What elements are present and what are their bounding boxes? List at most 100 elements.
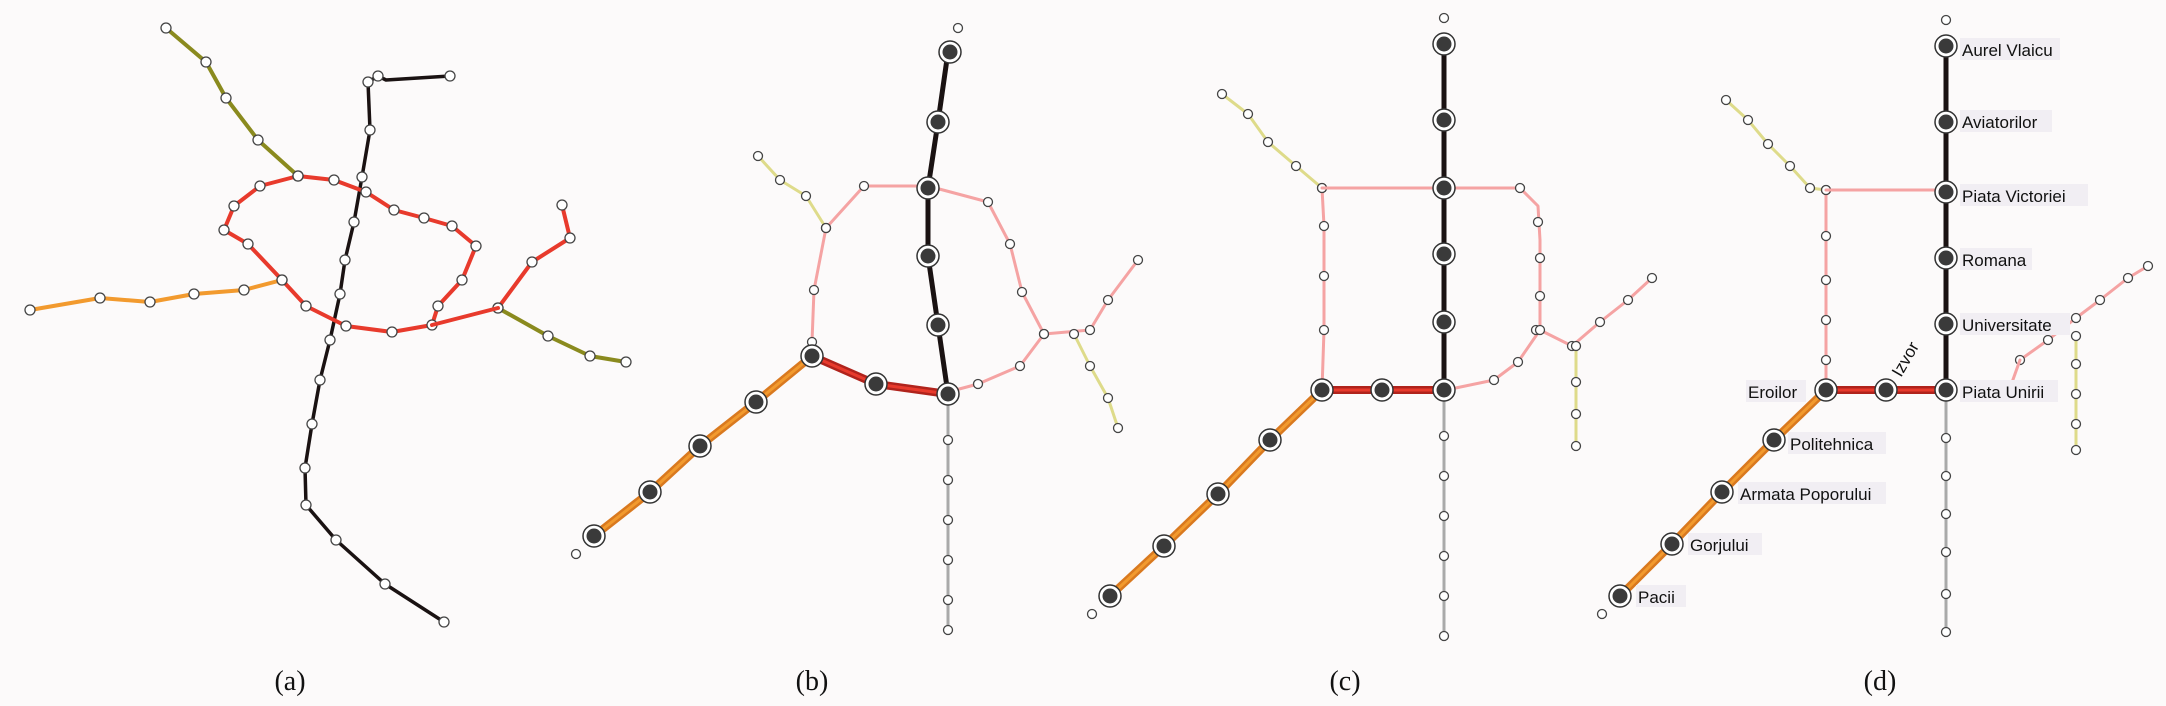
a-red-station [456, 274, 468, 286]
a-red-station [386, 326, 398, 338]
a-red-link [430, 306, 500, 327]
d-yellow-right-station [2070, 330, 2082, 342]
a-black-station [300, 499, 312, 511]
label-pacii: Pacii [1638, 588, 1675, 607]
b-gray-station [942, 474, 954, 486]
d-yellow-top-line [1724, 98, 1828, 192]
b-yellow-right-station [1068, 328, 1080, 340]
a-red-station [432, 300, 444, 312]
b-faded-red-right-station [1102, 294, 1114, 306]
c-faded-station [1488, 374, 1500, 386]
b-faded-red-right-station [1084, 324, 1096, 336]
d-yellow-top-station [1804, 182, 1816, 194]
b-black-line [925, 49, 951, 397]
a-black-station [438, 616, 450, 628]
c-station [1436, 36, 1452, 52]
a-red-station [228, 200, 240, 212]
d-faded-left-station [1820, 314, 1832, 326]
c-faded-right-station [1622, 294, 1634, 306]
a-orange-station [188, 288, 200, 300]
d-station [1878, 382, 1894, 398]
a-orange-station [238, 284, 250, 296]
a-red-station [388, 204, 400, 216]
panel-b [570, 22, 1144, 636]
c-station [1314, 382, 1330, 398]
c-yellow-top-station [1242, 108, 1254, 120]
b-faded-red-station [1016, 286, 1028, 298]
b-yellow-top-station [752, 150, 764, 162]
b-station [804, 348, 820, 364]
a-black-station [330, 534, 342, 546]
b-yellow-top-station [800, 190, 812, 202]
d-gray-station [1940, 546, 1952, 558]
a-red-station [254, 180, 266, 192]
a-black-station [379, 578, 391, 590]
c-faded-right-station [1534, 324, 1546, 336]
panel-c [1086, 12, 1658, 642]
c-faded-left-line [1320, 186, 1326, 392]
a-red-branch-station [526, 256, 538, 268]
b-yellow-right-line [1072, 332, 1120, 430]
a-red-station [446, 220, 458, 232]
a-black-station [324, 334, 336, 346]
b-faded-red-left-station [820, 222, 832, 234]
b-station [930, 114, 946, 130]
c-faded-left-station [1318, 270, 1330, 282]
a-orange-station [24, 304, 36, 316]
d-station [1818, 382, 1834, 398]
a-black-station [339, 254, 351, 266]
c-faded-left-station [1318, 324, 1330, 336]
label-aviatorilor: Aviatorilor [1962, 113, 2038, 132]
label-gorjului: Gorjului [1690, 536, 1749, 555]
b-faded-red-station [858, 180, 870, 192]
c-gray-station [1438, 430, 1450, 442]
c-orange-end [1086, 608, 1098, 620]
b-faded-red-station [1014, 360, 1026, 372]
b-faded-red-station [1004, 238, 1016, 250]
label-armata-poporului: Armata Poporului [1740, 485, 1871, 504]
d-station [1938, 382, 1954, 398]
d-station [1938, 38, 1954, 54]
d-yellow-right-station [2070, 418, 2082, 430]
a-black-station [314, 374, 326, 386]
c-yellow-right-station [1570, 340, 1582, 352]
d-gray-station [1940, 626, 1952, 638]
b-station [586, 528, 602, 544]
b-gray-station [942, 594, 954, 606]
b-station [920, 180, 936, 196]
d-station [1766, 432, 1782, 448]
c-faded-right-station [1646, 272, 1658, 284]
d-station [1938, 184, 1954, 200]
c-yellow-top-station [1262, 136, 1274, 148]
b-station [940, 386, 956, 402]
c-station [1102, 588, 1118, 604]
d-gray-station [1940, 508, 1952, 520]
c-station [1374, 382, 1390, 398]
c-yellow-right-station [1570, 408, 1582, 420]
c-yellow-right-station [1570, 440, 1582, 452]
d-faded-left-station [1820, 354, 1832, 366]
c-gray-station [1438, 590, 1450, 602]
a-red-station [300, 300, 312, 312]
c-station [1436, 180, 1452, 196]
a-olive-right-station [584, 350, 596, 362]
c-station [1210, 486, 1226, 502]
a-black-line-top [376, 74, 452, 82]
a-red-station [360, 186, 372, 198]
caption-d: (d) [1864, 666, 1897, 697]
c-station [1156, 538, 1172, 554]
a-red-branch-station [564, 232, 576, 244]
b-station [920, 248, 936, 264]
a-olive-right-station [620, 356, 632, 368]
b-yellow-right-station [1102, 392, 1114, 404]
c-yellow-right-station [1570, 376, 1582, 388]
c-gray-station [1438, 470, 1450, 482]
d-gray-station [1940, 432, 1952, 444]
caption-b: (b) [796, 666, 829, 697]
d-yellow-right-station [2070, 388, 2082, 400]
a-red-station [218, 224, 230, 236]
d-station [1938, 114, 1954, 130]
a-red-branch-station [556, 199, 568, 211]
a-red-branch-line [496, 203, 572, 310]
a-red-station [418, 212, 430, 224]
